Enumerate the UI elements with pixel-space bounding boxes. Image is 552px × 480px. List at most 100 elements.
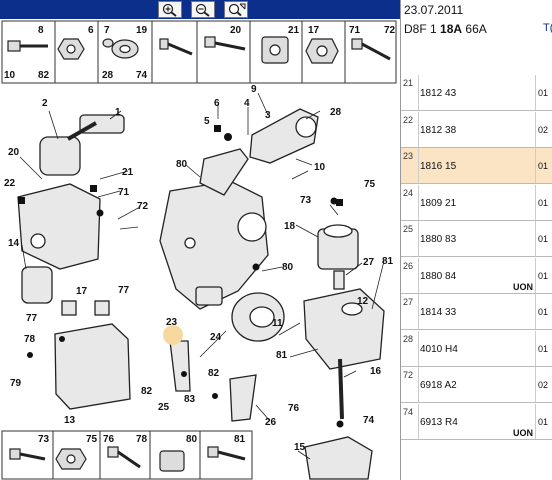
callout-label[interactable]: 25 (158, 402, 170, 413)
part-reference: 1880 84 (420, 270, 457, 282)
strip-label[interactable]: 20 (230, 25, 242, 36)
date-label: 23.07.2011 (404, 3, 464, 17)
quantity-cell: 01 (538, 270, 549, 281)
callout-label[interactable]: 24 (210, 332, 222, 343)
callout-label[interactable]: 11 (272, 318, 283, 329)
strip-label[interactable]: 81 (234, 434, 246, 445)
callout-label[interactable]: 1 (115, 107, 121, 118)
row-divider (535, 148, 536, 183)
strip-label[interactable]: 76 (103, 434, 115, 445)
callout-label[interactable]: 2 (42, 98, 48, 109)
strip-label[interactable]: 6 (88, 25, 94, 36)
exploded-diagram[interactable]: 8 6 7 19 20 21 17 71 72 10 82 28 74 73 7… (0, 19, 400, 480)
row-divider (418, 111, 419, 147)
strip-label[interactable]: 19 (136, 25, 148, 36)
callout-label[interactable]: 77 (26, 313, 38, 324)
strip-label[interactable]: 82 (38, 70, 50, 81)
callout-label[interactable]: 12 (357, 296, 369, 307)
quantity-cell: 01 (538, 343, 549, 354)
callout-label[interactable]: 76 (288, 403, 300, 414)
strip-label[interactable]: 28 (102, 70, 114, 81)
uon-flag: UON (513, 281, 533, 292)
strip-label[interactable]: 10 (4, 70, 16, 81)
row-divider (535, 330, 536, 366)
callout-label[interactable]: 77 (118, 285, 130, 296)
callout-label[interactable]: 80 (176, 159, 188, 170)
callout-label[interactable]: 27 (363, 257, 375, 268)
callout-label[interactable]: 71 (118, 187, 130, 198)
strip-label[interactable]: 71 (349, 25, 361, 36)
part-reference: 1880 83 (420, 234, 457, 245)
callout-label[interactable]: 83 (184, 394, 196, 405)
callout-label[interactable]: 22 (4, 178, 16, 189)
diagram-drawing (1, 20, 397, 480)
strip-label[interactable]: 80 (186, 434, 198, 445)
strip-label[interactable]: 17 (308, 25, 320, 36)
row-index: 74 (403, 406, 414, 417)
zoom-fit-button[interactable] (224, 1, 248, 18)
parts-list-panel (400, 0, 552, 480)
part-reference: 1812 43 (420, 88, 457, 99)
callout-label[interactable]: 74 (363, 415, 375, 426)
callout-label[interactable]: 14 (8, 238, 20, 249)
callout-label[interactable]: 6 (214, 98, 220, 109)
callout-label[interactable]: 73 (300, 195, 312, 206)
zoom-out-button[interactable] (191, 1, 215, 18)
callout-label[interactable]: 21 (122, 167, 134, 178)
callout-label[interactable]: 15 (294, 442, 306, 453)
row-index: 23 (403, 151, 414, 161)
strip-label[interactable]: 73 (38, 434, 50, 445)
callout-label[interactable]: 10 (314, 162, 326, 173)
quantity-cell: 01 (538, 197, 549, 208)
strip-label[interactable]: 72 (384, 25, 396, 36)
uon-flag: UON (513, 427, 533, 438)
callout-label[interactable]: 80 (282, 262, 294, 273)
row-index: 24 (403, 187, 414, 198)
row-divider (535, 75, 536, 110)
callout-label[interactable]: 26 (265, 417, 277, 428)
zoom-out-icon (195, 3, 210, 17)
zoom-in-button[interactable] (158, 1, 182, 18)
callout-label[interactable]: 75 (364, 179, 376, 190)
quantity-cell: 01 (538, 307, 549, 317)
callout-label[interactable]: 17 (76, 286, 88, 297)
strip-label[interactable]: 78 (136, 434, 148, 445)
engine-code-suffix: 66A (465, 22, 487, 36)
callout-label[interactable]: 79 (10, 378, 22, 389)
callout-label[interactable]: 13 (64, 415, 76, 426)
callout-label[interactable]: 5 (204, 116, 210, 127)
strip-label[interactable]: 8 (38, 25, 44, 36)
callout-label[interactable]: 72 (137, 201, 149, 212)
strip-label[interactable]: 75 (86, 434, 98, 445)
callout-label[interactable]: 4 (244, 98, 250, 109)
row-divider (418, 294, 419, 329)
callout-label[interactable]: 9 (251, 84, 257, 95)
callout-label[interactable]: 81 (382, 256, 394, 267)
callout-label[interactable]: 3 (265, 110, 271, 121)
callout-label[interactable]: 82 (141, 386, 153, 397)
strip-label[interactable]: 7 (104, 25, 110, 36)
callout-label[interactable]: 20 (8, 147, 20, 158)
strip-label[interactable]: 74 (136, 70, 148, 81)
row-divider (418, 75, 419, 110)
strip-label[interactable]: 21 (288, 25, 300, 36)
callout-label-selected[interactable]: 23 (166, 317, 178, 328)
callout-label[interactable]: 78 (24, 334, 36, 345)
callout-label[interactable]: 18 (284, 221, 296, 232)
row-divider (535, 221, 536, 256)
row-index: 21 (403, 78, 414, 88)
callout-label[interactable]: 81 (276, 350, 288, 361)
callout-label[interactable]: 16 (370, 366, 382, 377)
callout-label[interactable]: 28 (330, 107, 342, 118)
callout-label[interactable]: 82 (208, 368, 220, 379)
